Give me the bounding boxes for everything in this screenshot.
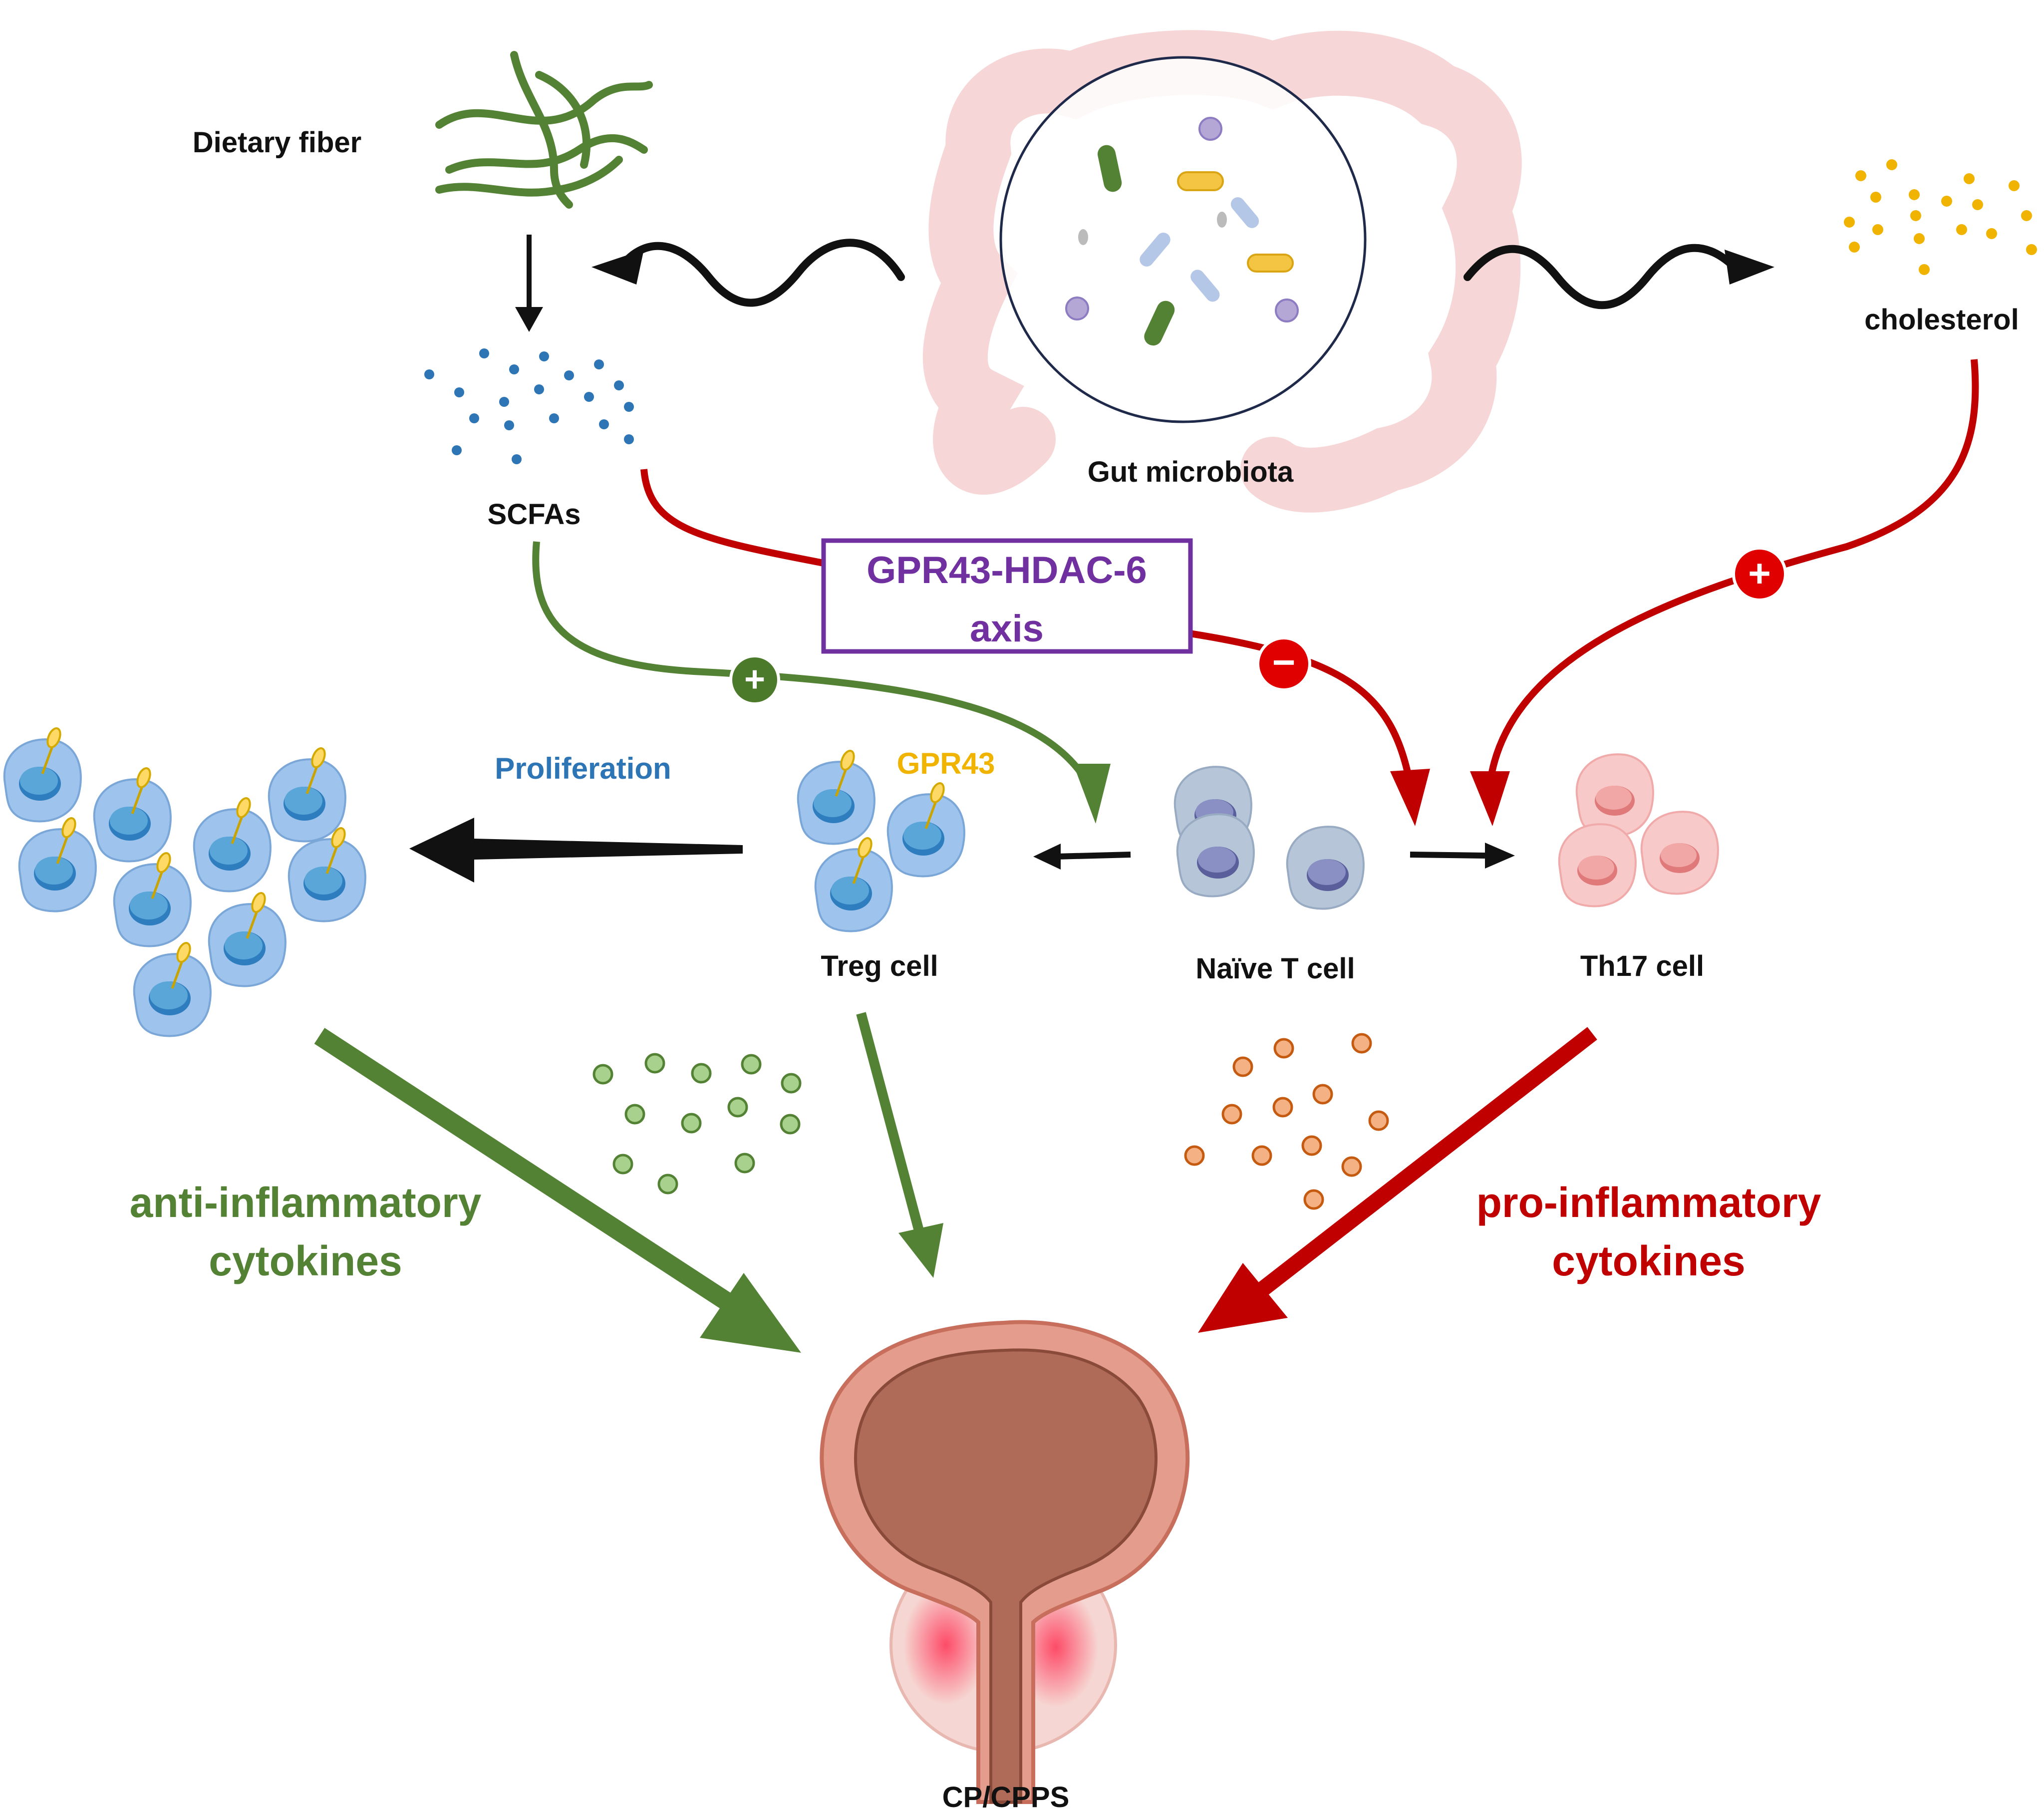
cp-cpps-label: CP/CPPS: [942, 1781, 1070, 1814]
cholesterol-label: cholesterol: [1864, 303, 2019, 336]
dietary-fiber-strands: [435, 51, 653, 209]
dietary-fiber-label: Dietary fiber: [193, 126, 361, 159]
naive-to-th17-arrow: [1410, 843, 1515, 869]
bladder-prostate-illustration: [820, 1320, 1190, 1804]
th17-cells: [1558, 753, 1719, 908]
bacteria-group: [1065, 117, 1299, 346]
scfa-to-treg-arrowhead: [1073, 764, 1111, 824]
proliferated-treg-cells: [4, 726, 365, 1036]
wavy-arrow-to-scfas: [591, 239, 905, 307]
scfa-to-naive-inhibit-arrow: [640, 469, 1414, 785]
plus-sign-red: +: [1732, 547, 1787, 602]
anti-inflammatory-cytokine-dots: [592, 1053, 802, 1195]
fiber-to-scfas-arrow: [515, 235, 543, 332]
plus-sign-green: +: [729, 654, 780, 705]
cholesterol-dots: [1844, 159, 2037, 275]
th17-cell-label: Th17 cell: [1580, 950, 1704, 982]
pro-inflammatory-cytokine-dots: [1184, 1033, 1389, 1210]
gut-microbiota-label: Gut microbiota: [1088, 456, 1294, 488]
naive-t-cells: [1173, 766, 1365, 910]
proliferation-label: Proliferation: [495, 752, 671, 785]
svg-text:+: +: [1748, 551, 1771, 595]
svg-text:+: +: [744, 659, 765, 699]
cholesterol-to-th17-arrowhead: [1470, 771, 1510, 826]
colon-illustration: [922, 30, 1522, 513]
cholesterol-to-th17-arrow: [1486, 359, 1979, 784]
gpr43-hdac6-axis-box: GPR43-HDAC-6 axis: [821, 538, 1193, 654]
naive-to-treg-arrow: [1033, 844, 1131, 870]
anti-inflammatory-label-line2: cytokines: [209, 1237, 402, 1284]
pro-inflammatory-label-line2: cytokines: [1552, 1237, 1746, 1284]
treg-cell-label: Treg cell: [821, 950, 938, 982]
naive-t-cell-label: Naïve T cell: [1195, 952, 1355, 985]
anti-inflammatory-label-line1: anti-inflammatory: [130, 1179, 482, 1226]
wavy-arrow-to-cholesterol: [1463, 244, 1774, 309]
pro-inflammatory-label-line1: pro-inflammatory: [1476, 1179, 1821, 1226]
scfa-dots: [424, 348, 634, 464]
treg-to-prostate-arrow: [856, 1012, 943, 1278]
scfas-label: SCFAs: [488, 498, 581, 531]
proliferation-arrow: [409, 818, 743, 883]
pro-inflammatory-big-arrow: [1198, 1027, 1597, 1333]
axis-label-line1: GPR43-HDAC-6: [867, 549, 1147, 592]
gpr43-label: GPR43: [897, 747, 995, 780]
svg-text:−: −: [1272, 640, 1296, 684]
minus-sign-red: −: [1256, 636, 1311, 691]
anti-inflammatory-big-arrow: [314, 1028, 801, 1353]
scfa-to-naive-inhibit-arrowhead: [1390, 769, 1430, 826]
axis-label-line2: axis: [970, 607, 1044, 650]
microbiota-circle: [999, 56, 1367, 423]
